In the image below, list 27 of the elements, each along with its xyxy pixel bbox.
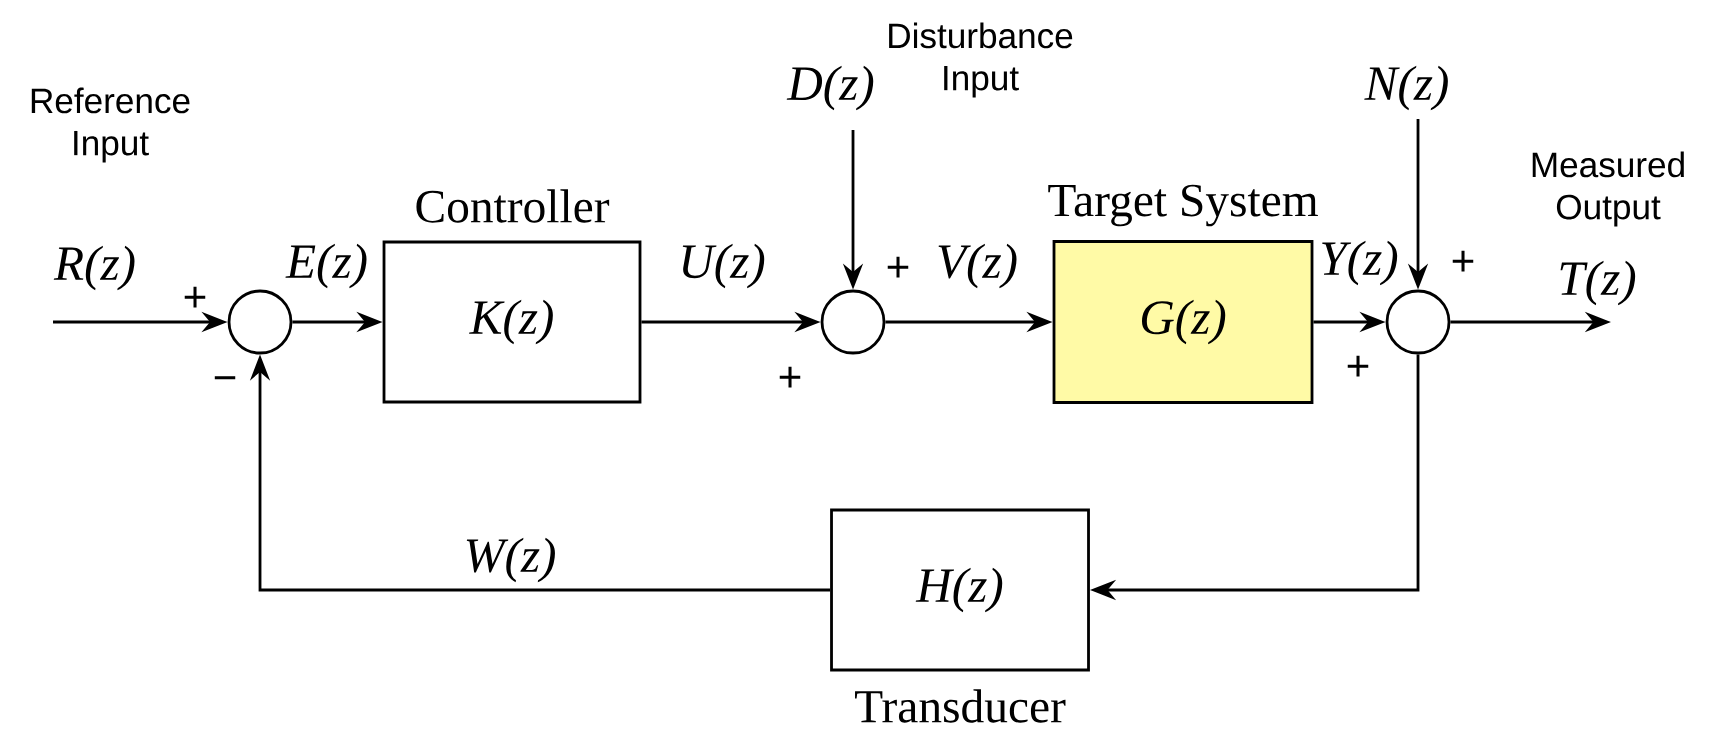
- signal-label: N(z): [1361, 62, 1453, 114]
- block-box: G(z): [1052, 240, 1314, 404]
- sign-label: +: [887, 256, 909, 278]
- signal-label: W(z): [460, 534, 560, 586]
- signal-label: V(z): [932, 240, 1022, 292]
- signal-label: D(z): [783, 62, 879, 114]
- sign-label: +: [1347, 355, 1369, 377]
- input-label: Disturbance Input: [889, 22, 1073, 98]
- signal-label: Y(z): [1315, 237, 1403, 289]
- block-title: Controller: [416, 189, 610, 223]
- input-label: Reference Input: [31, 87, 190, 163]
- summing-junction: [820, 289, 886, 355]
- block-title: Transducer: [855, 689, 1066, 723]
- sign-label: +: [1452, 250, 1474, 272]
- sign-label: +: [779, 366, 801, 388]
- sign-label: −: [214, 376, 236, 380]
- signal-label: U(z): [674, 240, 770, 292]
- signal-label: T(z): [1553, 257, 1641, 309]
- block-title: Target System: [1048, 184, 1318, 227]
- sign-label: +: [184, 286, 206, 308]
- signal-label: R(z): [50, 242, 140, 294]
- signal-label: E(z): [282, 240, 372, 292]
- summing-junction: [1385, 289, 1451, 355]
- summing-junction: [227, 289, 293, 355]
- block-box: H(z): [830, 508, 1090, 672]
- input-label: Measured Output: [1532, 151, 1684, 227]
- block-box: K(z): [382, 240, 642, 404]
